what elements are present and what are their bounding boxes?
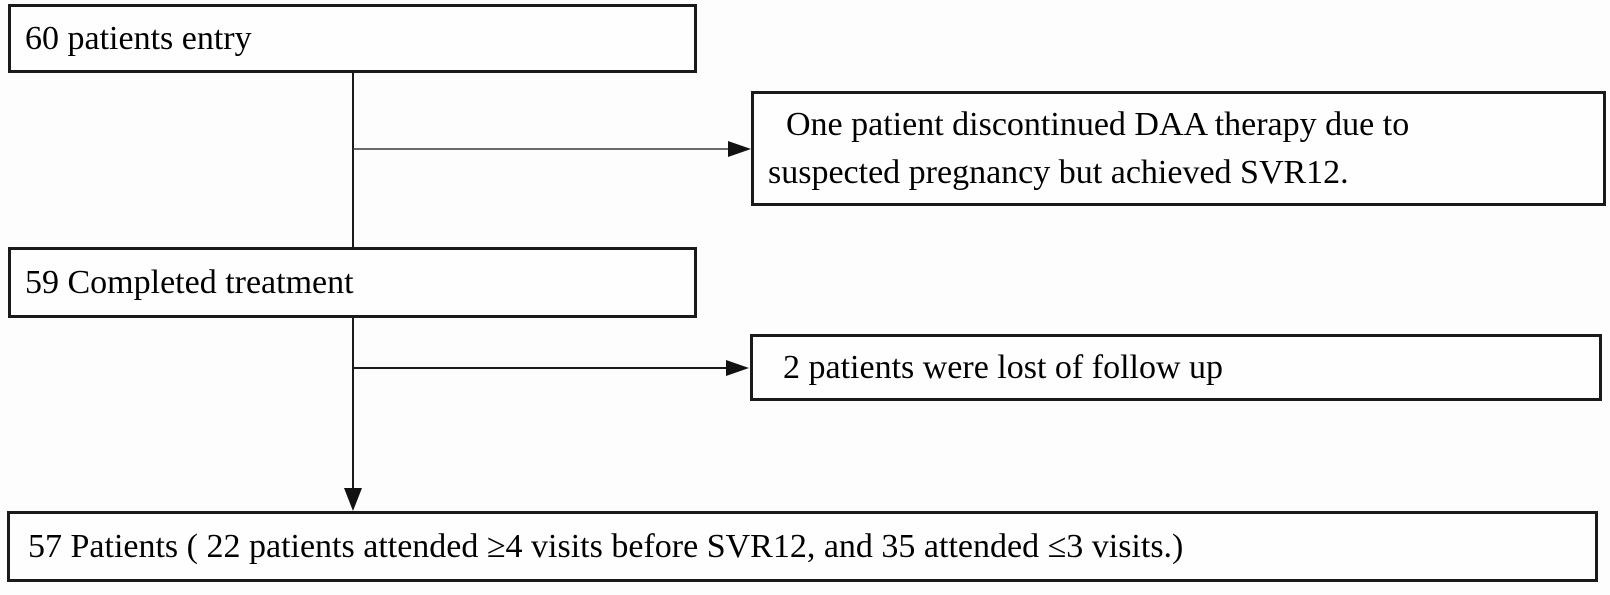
node-discontinued-daa: One patient discontinued DAA therapy due… xyxy=(751,91,1606,206)
arrowhead-right-lost-icon xyxy=(726,360,749,376)
node-completed-treatment-label: 59 Completed treatment xyxy=(25,263,354,301)
node-lost-follow-up: 2 patients were lost of follow up xyxy=(750,334,1602,401)
node-final-patients: 57 Patients ( 22 patients attended ≥4 vi… xyxy=(7,511,1598,582)
node-patients-entry-label: 60 patients entry xyxy=(25,19,252,57)
node-completed-treatment: 59 Completed treatment xyxy=(8,247,697,318)
arrowhead-down-final-icon xyxy=(344,488,362,511)
node-lost-follow-up-label: 2 patients were lost of follow up xyxy=(783,348,1224,386)
node-discontinued-daa-line1: One patient discontinued DAA therapy due… xyxy=(786,105,1410,143)
arrowhead-right-discontinued-icon xyxy=(728,141,751,157)
node-final-patients-label: 57 Patients ( 22 patients attended ≥4 vi… xyxy=(28,527,1184,565)
node-discontinued-daa-line2: suspected pregnancy but achieved SVR12. xyxy=(768,153,1349,191)
node-patients-entry: 60 patients entry xyxy=(8,4,697,73)
